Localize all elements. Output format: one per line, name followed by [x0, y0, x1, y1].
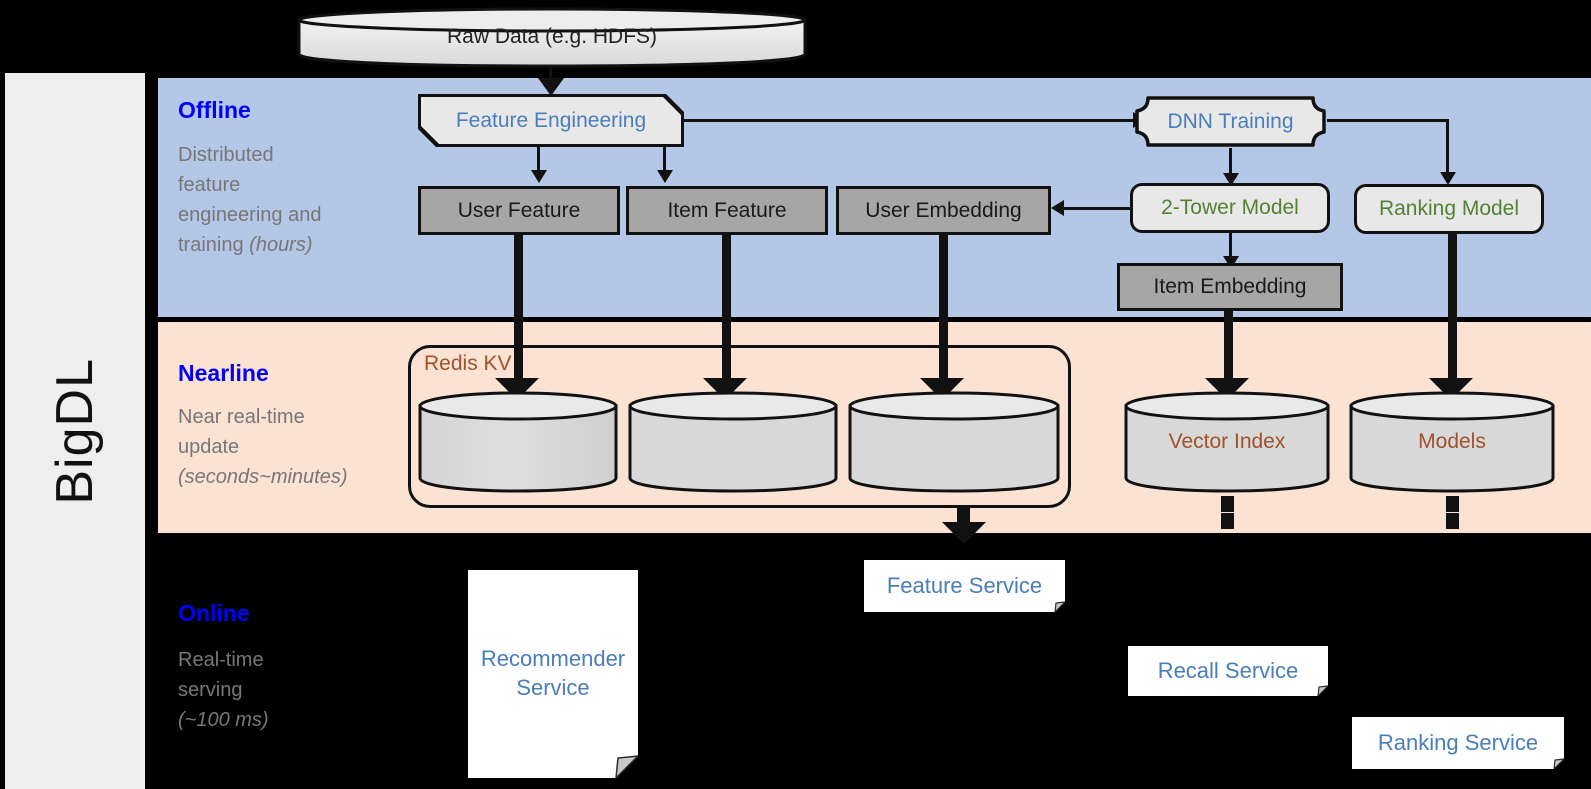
- vector-index-label: Vector Index: [1168, 430, 1286, 453]
- store-item-feature-cylinder[interactable]: [627, 390, 839, 494]
- arrow-dnn-ranking-h: [1327, 119, 1449, 122]
- arrow-fe-itemfeature-head: [657, 170, 673, 183]
- stub-ranking-service-2: [1446, 513, 1459, 529]
- recall-service-label: Recall Service: [1157, 657, 1299, 683]
- offline-desc-l2: feature: [178, 174, 241, 196]
- bigdl-panel: BigDL: [5, 73, 145, 789]
- user-feature-box[interactable]: User Feature: [418, 186, 620, 235]
- offline-desc-l3: engineering and: [178, 204, 322, 226]
- store-user-feature-label: [417, 390, 619, 494]
- feature-service-box[interactable]: Feature Service: [864, 560, 1065, 612]
- stub-recall-service-2: [1221, 513, 1234, 529]
- item-feature-label: Item Feature: [667, 198, 787, 222]
- feature-engineering-box[interactable]: Feature Engineering: [421, 97, 681, 144]
- recall-service-box[interactable]: Recall Service: [1128, 646, 1328, 696]
- store-user-embedding-label: [847, 390, 1061, 494]
- ranking-model-box[interactable]: Ranking Model: [1354, 184, 1544, 234]
- pipe-user-embedding: [939, 233, 948, 383]
- arrow-fe-itemfeature-line: [663, 147, 666, 172]
- recommender-service-label: Recommender Service: [480, 646, 626, 700]
- vector-index-cylinder[interactable]: Vector Index: [1123, 390, 1331, 494]
- stub-recall-service-1: [1221, 496, 1234, 512]
- feature-engineering-label: Feature Engineering: [455, 108, 647, 132]
- nearline-desc-italic: (seconds~minutes): [178, 466, 348, 488]
- stub-ranking-service-1: [1446, 496, 1459, 512]
- pipe-ranking-model: [1448, 232, 1457, 384]
- arrow-twotower-itemembedding-line: [1229, 233, 1232, 260]
- two-tower-model-label: 2-Tower Model: [1161, 196, 1299, 219]
- arrow-feature-service-head: [942, 522, 986, 544]
- arrow-fe-dnn-line: [684, 119, 1135, 122]
- item-embedding-box[interactable]: Item Embedding: [1117, 263, 1343, 311]
- stage-desc-nearline: Near real-time update (seconds~minutes): [178, 402, 388, 492]
- raw-data-store: Raw Data (e.g. HDFS): [296, 6, 808, 68]
- redis-kv-label: Redis KV: [424, 352, 512, 375]
- stub-feature-service-1: [957, 508, 970, 524]
- arrow-twotower-userembedding-line: [1063, 207, 1131, 210]
- ranking-service-label: Ranking Service: [1377, 729, 1539, 755]
- arrow-fe-userfeature-head: [531, 170, 547, 183]
- recommender-service-box[interactable]: Recommender Service: [468, 570, 638, 778]
- models-cylinder[interactable]: Models: [1348, 390, 1556, 494]
- online-desc-italic: (~100 ms): [178, 709, 269, 731]
- ranking-model-label: Ranking Model: [1378, 197, 1520, 220]
- nearline-desc-l1: Near real-time: [178, 406, 305, 428]
- stage-desc-online: Real-time serving (~100 ms): [178, 645, 388, 735]
- arrow-rawdata-fe-line: [549, 66, 552, 84]
- online-desc-l1: Real-time: [178, 649, 264, 671]
- stage-title-offline: Offline: [178, 97, 251, 123]
- arrow-dnn-ranking-v: [1446, 119, 1449, 175]
- redis-kv-container: [408, 345, 1071, 508]
- arrow-fe-userfeature-line: [537, 147, 540, 172]
- models-label: Models: [1418, 430, 1486, 453]
- two-tower-model-box[interactable]: 2-Tower Model: [1130, 183, 1330, 233]
- item-embedding-label: Item Embedding: [1153, 275, 1307, 298]
- arrow-rawdata-fe-head: [538, 78, 564, 96]
- stage-title-nearline: Nearline: [178, 360, 269, 386]
- nearline-desc-l2: update: [178, 436, 240, 458]
- user-embedding-box[interactable]: User Embedding: [836, 186, 1051, 235]
- bigdl-label: BigDL: [46, 357, 104, 505]
- offline-desc-italic: (hours): [249, 234, 313, 256]
- arrow-dnn-ranking-head: [1440, 172, 1456, 185]
- store-user-feature-cylinder[interactable]: [417, 390, 619, 494]
- pipe-item-embedding: [1224, 309, 1233, 384]
- feature-service-label: Feature Service: [886, 572, 1043, 598]
- offline-desc-l1: Distributed: [178, 144, 274, 166]
- item-feature-box[interactable]: Item Feature: [626, 186, 828, 235]
- pipe-item-feature: [722, 233, 731, 383]
- arrow-twotower-userembedding-head: [1051, 200, 1064, 216]
- arrow-dnn-twotower-head: [1223, 173, 1239, 186]
- arrow-dnn-twotower-line: [1229, 148, 1232, 176]
- user-embedding-label: User Embedding: [865, 198, 1022, 222]
- bigdl-label-wrap: BigDL: [5, 73, 145, 789]
- stage-desc-offline: Distributed feature engineering and trai…: [178, 140, 388, 260]
- online-desc-l2: serving: [178, 679, 243, 701]
- offline-desc-l4: training: [178, 234, 250, 256]
- store-user-embedding-cylinder[interactable]: [847, 390, 1061, 494]
- dnn-training-label: DNN Training: [1167, 109, 1294, 133]
- user-feature-label: User Feature: [457, 198, 581, 222]
- dnn-training-box[interactable]: DNN Training: [1134, 95, 1327, 148]
- pipe-user-feature: [514, 233, 523, 383]
- raw-data-label: Raw Data (e.g. HDFS): [446, 25, 658, 48]
- stage-title-online: Online: [178, 600, 250, 626]
- store-item-feature-label: [627, 390, 839, 494]
- ranking-service-box[interactable]: Ranking Service: [1352, 717, 1564, 769]
